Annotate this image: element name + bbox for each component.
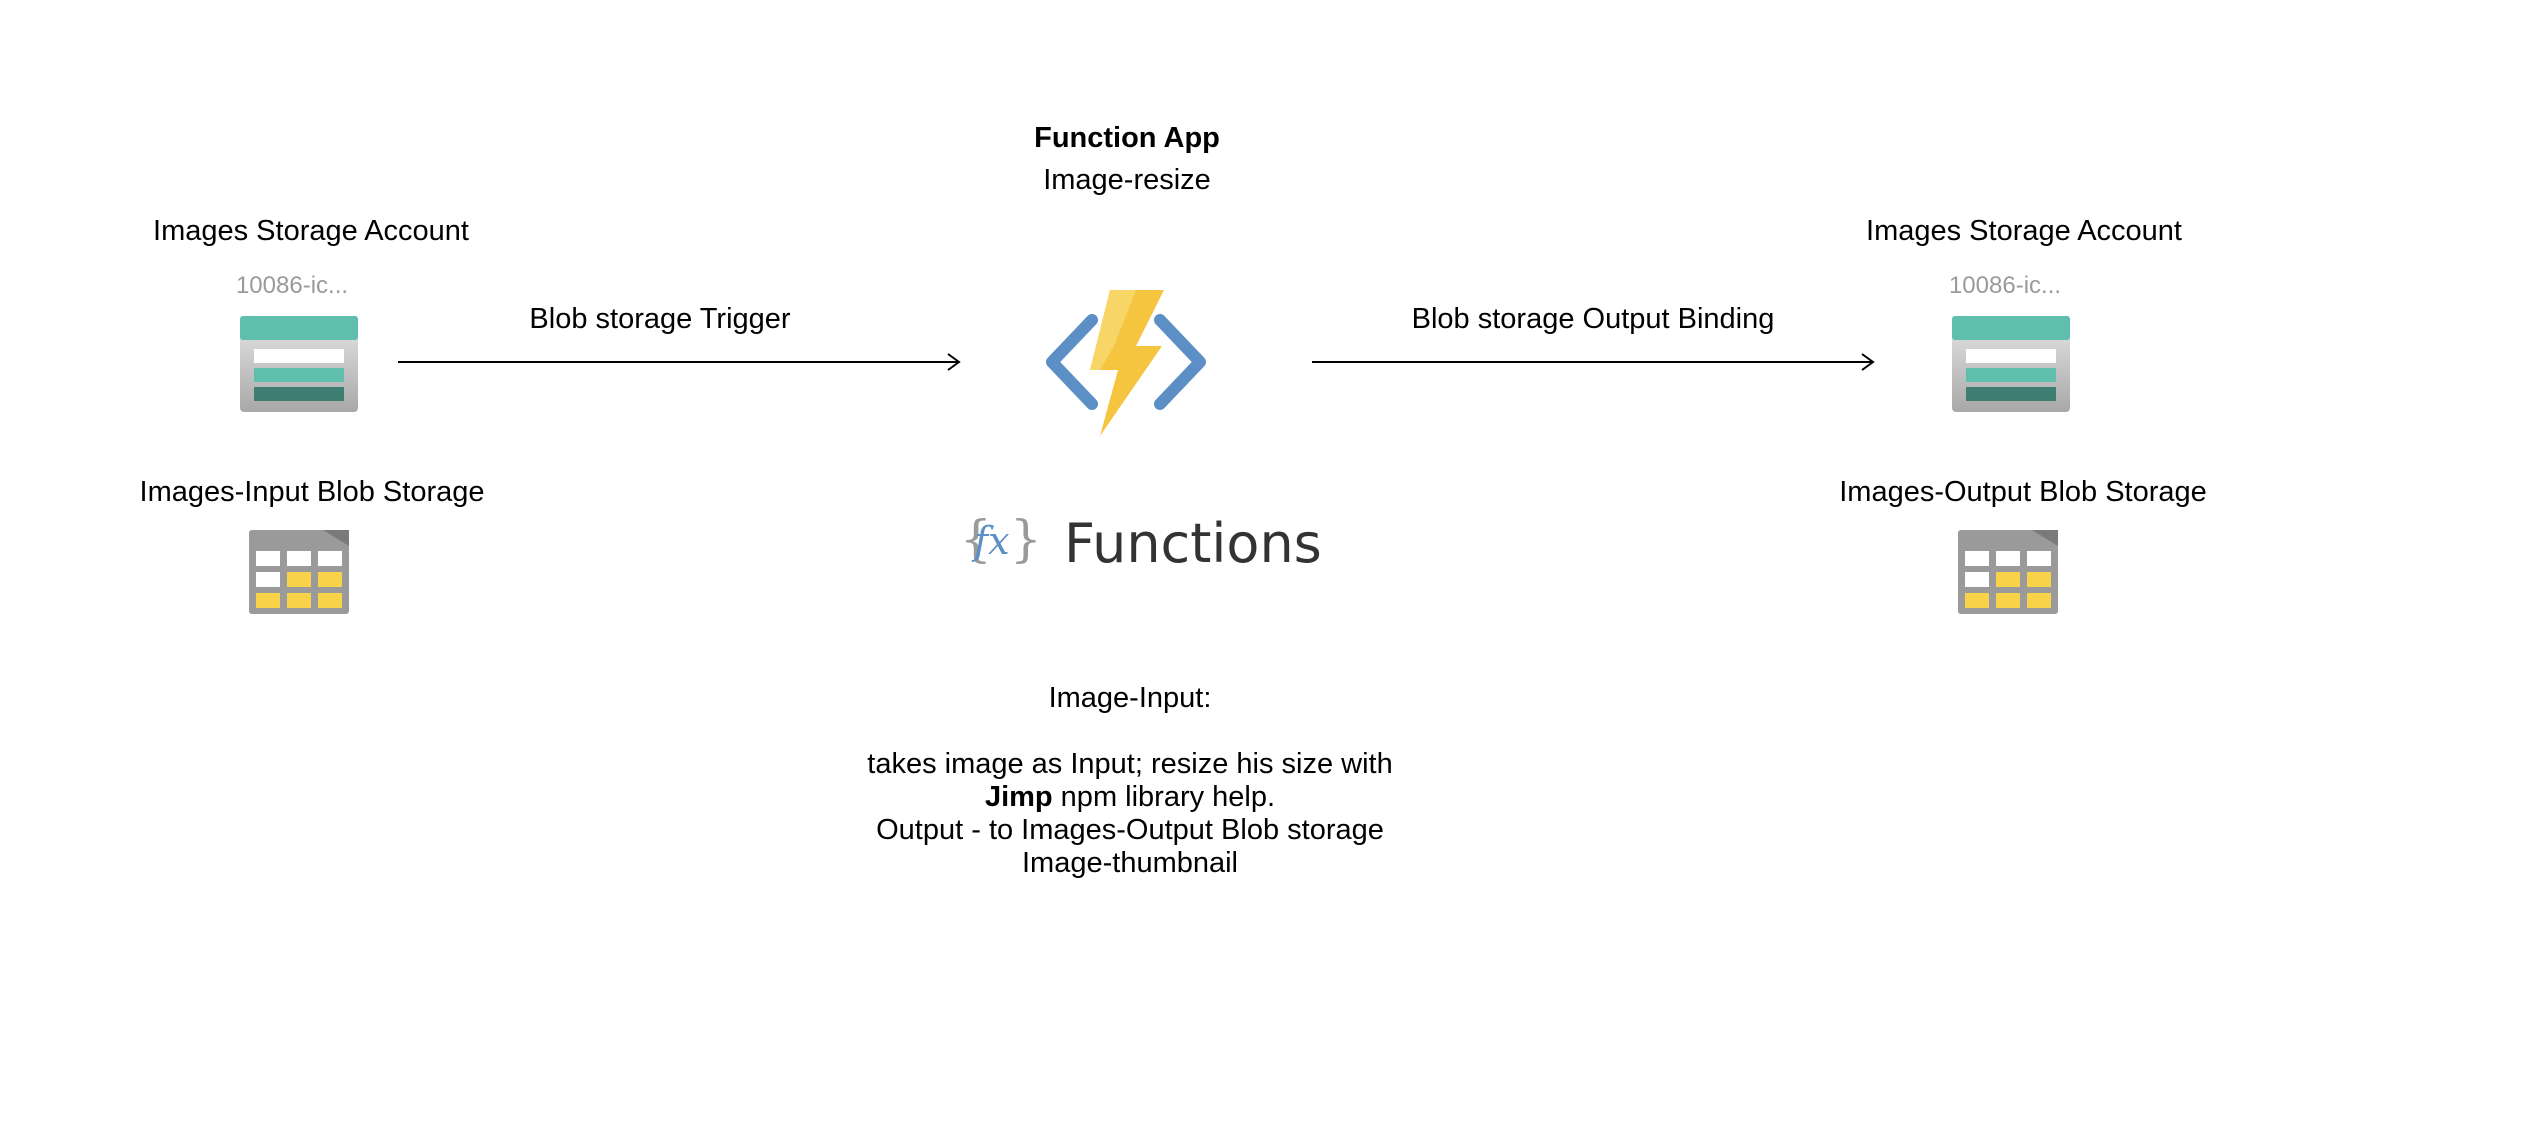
left-storage-account-label: Images Storage Account: [153, 215, 469, 247]
storage-account-icon[interactable]: [1952, 316, 2070, 412]
trigger-arrow: [398, 353, 961, 371]
functions-fx-glyph: fx: [971, 519, 1010, 563]
left-container-label: Images-Input Blob Storage: [139, 476, 485, 508]
function-app-name: Image-resize: [1043, 164, 1211, 196]
right-storage-account-name: 10086-ic...: [1948, 272, 2062, 299]
description-heading: Image-Input:: [1048, 682, 1212, 714]
trigger-arrow-label: Blob storage Trigger: [529, 303, 791, 335]
functions-logo-text: Functions: [1064, 512, 1322, 575]
description-line3: Output - to Images-Output Blob storage: [876, 814, 1384, 846]
description-line2: Jimp npm library help.: [780, 781, 1480, 814]
description-jimp: Jimp: [984, 781, 1053, 813]
blob-storage-table-icon[interactable]: [1958, 530, 2058, 614]
blob-storage-table-icon[interactable]: [249, 530, 349, 614]
description-line4: Image-thumbnail: [1022, 847, 1238, 879]
function-description: Image-Input: takes image as Input; resiz…: [780, 682, 1480, 880]
output-arrow: [1312, 353, 1875, 371]
description-line2-rest: npm library help.: [1052, 781, 1276, 813]
storage-account-icon[interactable]: [240, 316, 358, 412]
left-storage-account-name: 10086-ic...: [235, 272, 349, 299]
functions-fx-icon: { fx }: [960, 510, 1042, 568]
description-line1: takes image as Input; resize his size wi…: [867, 748, 1393, 780]
svg-text:}: }: [1010, 510, 1042, 568]
svg-text:{: {: [960, 510, 992, 568]
function-app-lightning-icon[interactable]: [1044, 288, 1208, 436]
right-storage-account-label: Images Storage Account: [1866, 215, 2182, 247]
output-arrow-label: Blob storage Output Binding: [1411, 303, 1775, 335]
right-container-label: Images-Output Blob Storage: [1839, 476, 2207, 508]
function-app-title: Function App: [1034, 122, 1220, 154]
